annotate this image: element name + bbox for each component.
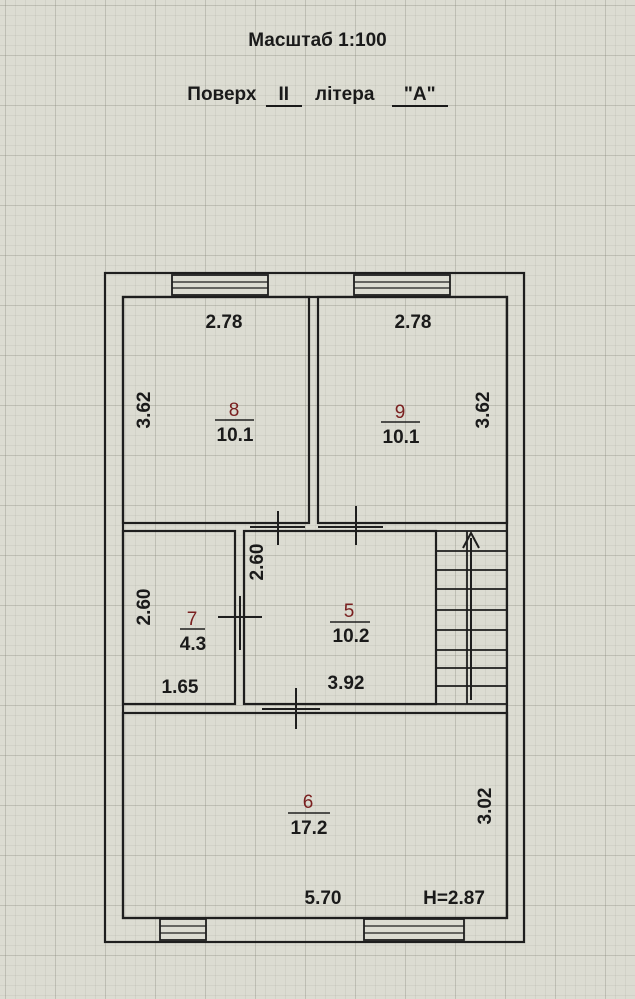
room-7-length: 2.60 bbox=[134, 589, 155, 626]
room-9-area: 10.1 bbox=[383, 427, 420, 448]
outer-wall-outer bbox=[103, 271, 526, 944]
room-6-area: 17.2 bbox=[291, 818, 328, 839]
room-8-area: 10.1 bbox=[217, 425, 254, 446]
room-5-number: 5 bbox=[344, 601, 355, 622]
floor-prefix: Поверх bbox=[187, 84, 257, 105]
room-7-number: 7 bbox=[187, 609, 198, 630]
stair-arrow-icon bbox=[462, 530, 480, 700]
room-8-length: 3.62 bbox=[134, 392, 155, 429]
room-5-length: 2.60 bbox=[247, 544, 268, 581]
room-6-walls bbox=[121, 711, 509, 920]
window-bottom-right bbox=[363, 918, 465, 941]
room-9-length: 3.62 bbox=[473, 392, 494, 429]
room-5-area: 10.2 bbox=[333, 626, 370, 647]
room-8-width: 2.78 bbox=[206, 312, 243, 333]
room-7-width: 1.65 bbox=[162, 677, 199, 698]
scale-label: Масштаб 1:100 bbox=[248, 30, 387, 51]
room-8-walls bbox=[121, 295, 311, 525]
room-5-width: 3.92 bbox=[328, 673, 365, 694]
scale-title: Масштаб 1:100 bbox=[0, 30, 635, 52]
window-top-left bbox=[171, 274, 269, 296]
room-8-number: 8 bbox=[229, 400, 240, 421]
floor-line: Поверх II літера "А" bbox=[0, 84, 635, 107]
room-7-area: 4.3 bbox=[180, 634, 206, 655]
liter-prefix: літера bbox=[315, 84, 375, 105]
window-top-right bbox=[353, 274, 451, 296]
window-bottom-left bbox=[159, 918, 207, 941]
room-9-number: 9 bbox=[395, 402, 406, 423]
room-9-walls bbox=[316, 295, 509, 525]
room-6-width: 5.70 bbox=[305, 888, 342, 909]
door-marks bbox=[218, 506, 383, 729]
ceiling-height: H=2.87 bbox=[423, 888, 485, 909]
room-6-number: 6 bbox=[303, 792, 314, 813]
room-6-length: 3.02 bbox=[475, 788, 496, 825]
floor-value: II bbox=[265, 85, 302, 107]
liter-value: "А" bbox=[391, 85, 448, 107]
room-9-width: 2.78 bbox=[395, 312, 432, 333]
